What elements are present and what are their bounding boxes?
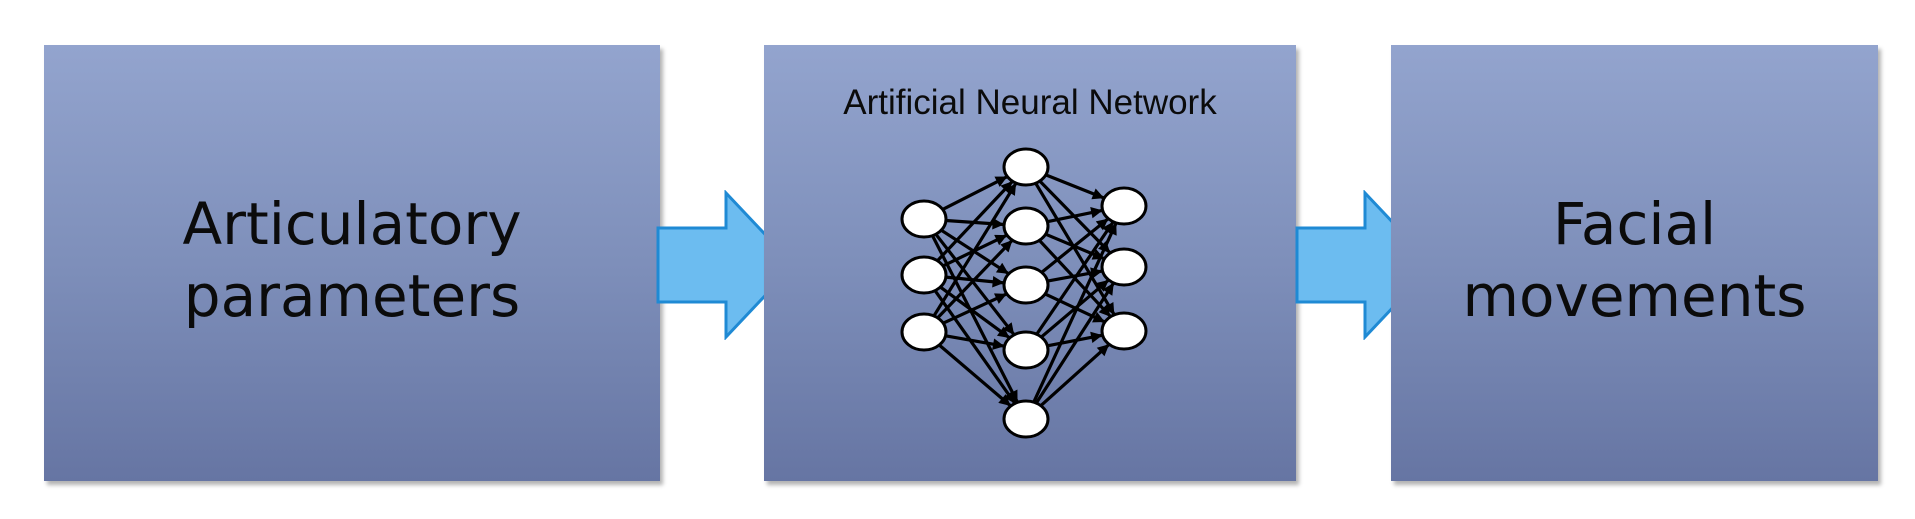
network-edge-27: [1032, 222, 1118, 403]
network-node-l0-2: [900, 312, 948, 352]
flow-arrow-1: [656, 190, 797, 340]
network-node-l1-4: [1002, 206, 1050, 246]
network-edge-15: [1045, 173, 1105, 200]
network-node-l2-10: [1100, 311, 1148, 351]
network-node-l2-9: [1100, 247, 1148, 287]
network-edge-8: [939, 285, 1011, 340]
ann-box: Artificial Neural Network: [764, 45, 1296, 481]
network-edge-14: [938, 343, 1012, 408]
network-edge-24: [1035, 220, 1115, 336]
output-box-line-2: movements: [1462, 262, 1807, 331]
ann-title: Artificial Neural Network: [843, 83, 1217, 122]
output-box-line-1: Facial: [1552, 190, 1717, 259]
output-box: Facial movements: [1391, 45, 1878, 481]
network-edge-0: [941, 175, 1009, 211]
network-edge-21: [1040, 217, 1110, 274]
neural-network-graphic: [900, 147, 1148, 439]
network-node-l0-1: [900, 255, 948, 295]
output-box-label: Facial movements: [1391, 188, 1878, 332]
network-node-l1-7: [1002, 399, 1050, 439]
input-box: Articulatory parameters: [44, 45, 660, 481]
network-edges: [931, 173, 1118, 408]
network-edge-13: [945, 334, 1005, 350]
network-edge-12: [942, 292, 1008, 325]
network-edge-29: [1039, 343, 1111, 407]
input-box-line-2: parameters: [183, 262, 521, 331]
network-edge-11: [936, 239, 1014, 319]
network-node-l0-0: [900, 199, 948, 239]
input-box-line-1: Articulatory: [182, 190, 522, 259]
network-nodes: [900, 147, 1148, 439]
network-node-l1-5: [1002, 265, 1050, 305]
network-edge-10: [932, 182, 1018, 317]
network-edge-25: [1040, 278, 1110, 339]
network-node-l1-3: [1002, 147, 1050, 187]
network-node-l2-8: [1100, 186, 1148, 226]
input-box-label: Articulatory parameters: [44, 188, 660, 332]
network-edge-17: [1034, 182, 1116, 316]
network-edge-28: [1034, 282, 1116, 404]
network-edge-5: [936, 180, 1014, 262]
network-edge-18: [1047, 207, 1103, 224]
network-node-l1-6: [1002, 330, 1050, 370]
network-edge-9: [933, 289, 1017, 405]
